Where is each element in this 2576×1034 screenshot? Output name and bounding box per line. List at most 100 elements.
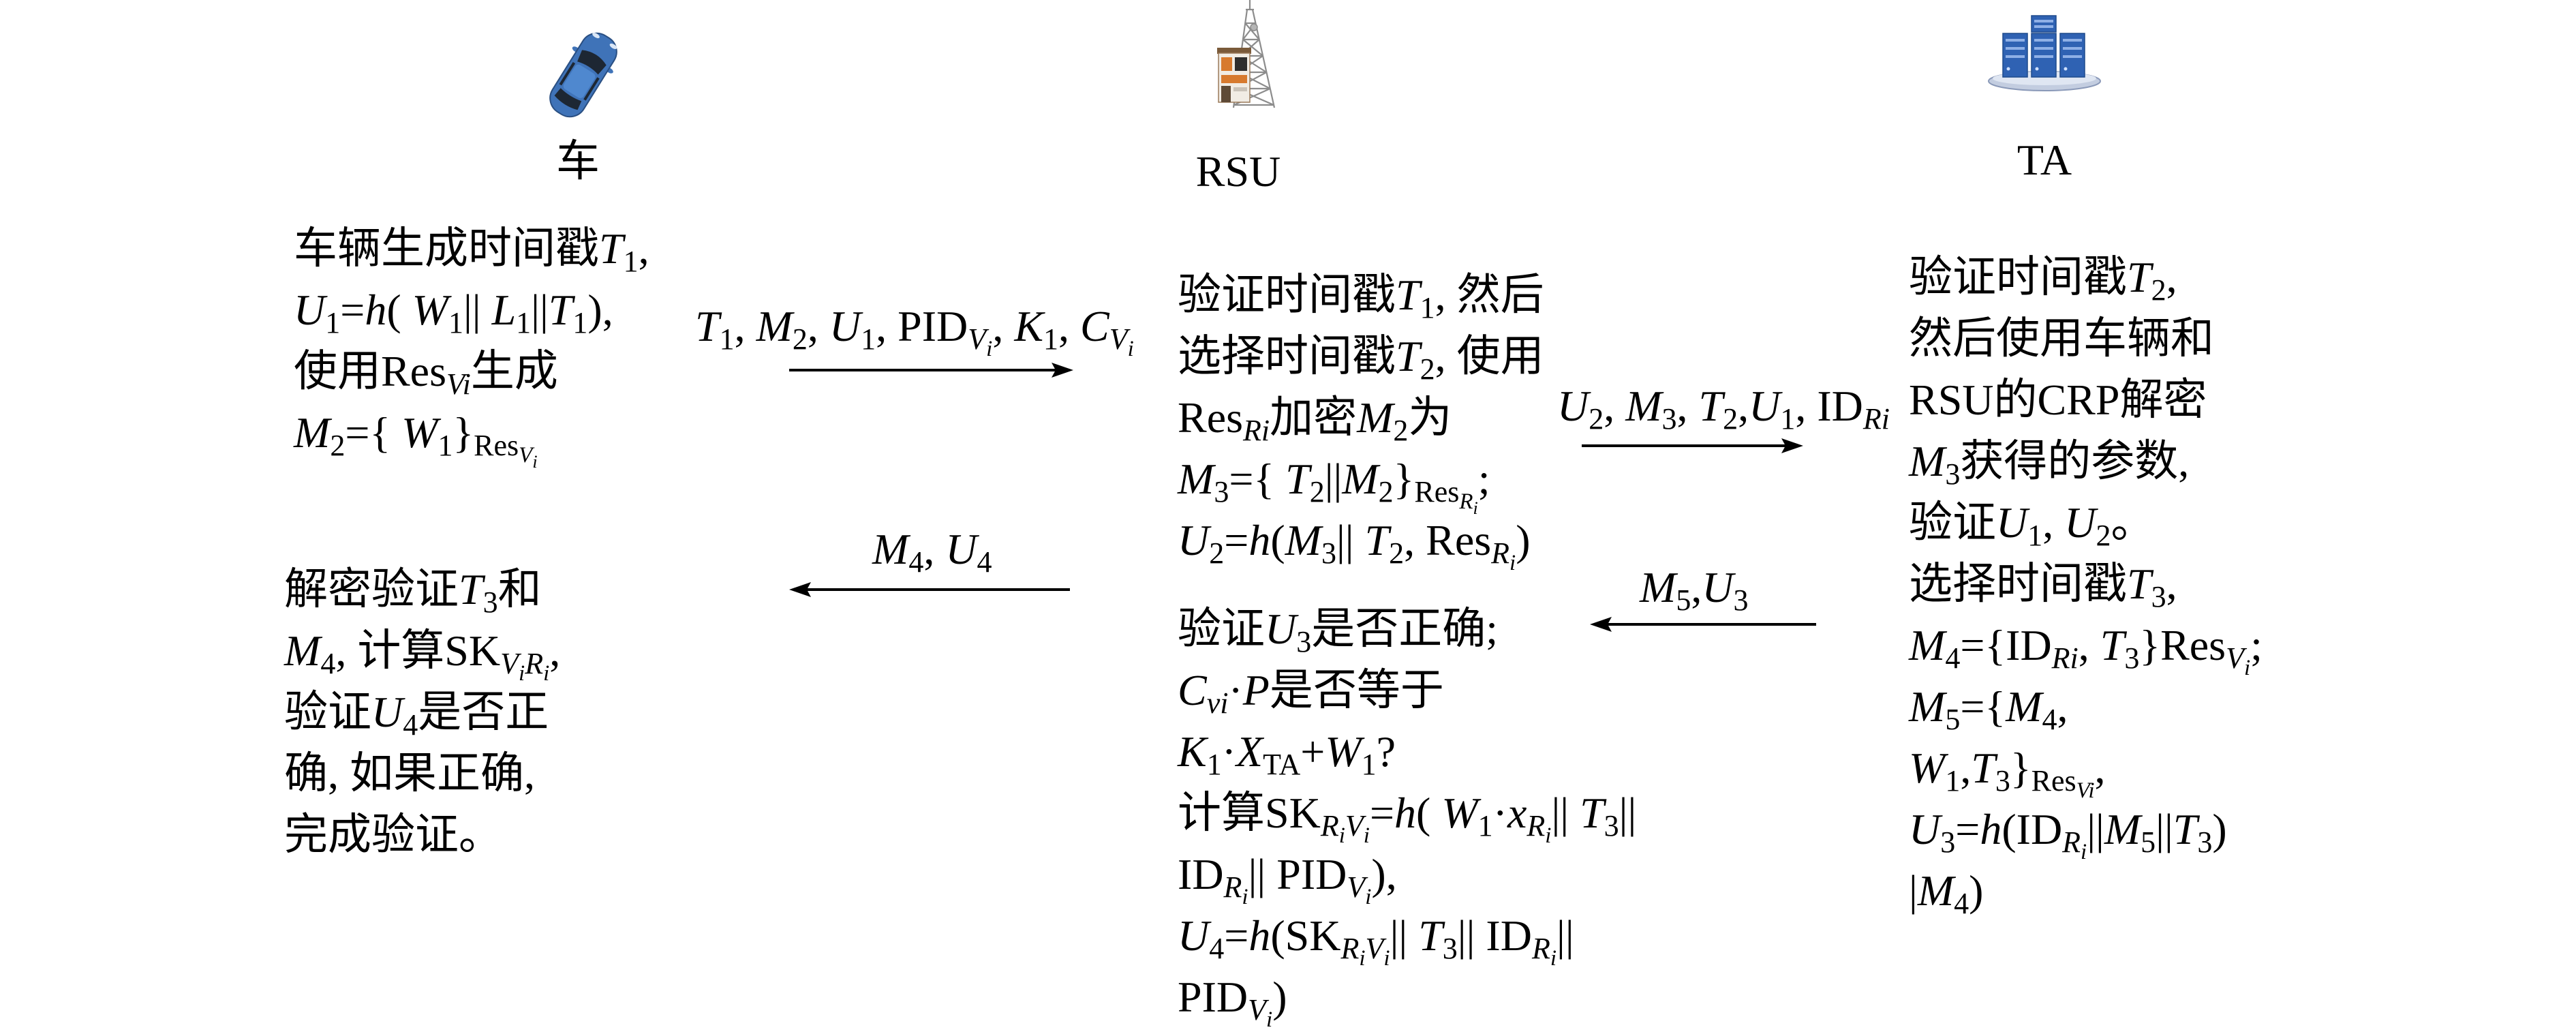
math-symbol: M [1909, 621, 1946, 669]
math-symbol: M [1178, 455, 1214, 503]
subscript: 2 [2096, 519, 2111, 552]
text-run: , 使用 [1435, 332, 1544, 380]
text-line: M4, 计算SKViRi, [284, 620, 561, 685]
math-symbol: M [294, 408, 331, 457]
subscript: Vi [2076, 778, 2095, 803]
text-run: = [1955, 805, 1980, 853]
subscript: 1 [1420, 291, 1435, 324]
subscript: 3 [1296, 625, 1312, 658]
text-line: PIDVi) [1178, 967, 1636, 1031]
arrow-rsu-to-vehicle [789, 582, 1070, 597]
subscript: 2 [1393, 414, 1409, 447]
text-run: || [1557, 911, 1574, 960]
subscript: R [525, 647, 544, 680]
subscript: Ri [2051, 641, 2079, 675]
text-run: , [2166, 253, 2177, 301]
text-run: , PID [876, 302, 968, 350]
message-label-vehicle-to-rsu: T1, M2, U1, PIDVi, K1, CVi [695, 296, 1134, 361]
subscript: V [519, 443, 533, 468]
text-run: 完成验证。 [284, 810, 502, 859]
subscript: 1 [448, 306, 463, 339]
subscript: 5 [2141, 825, 2156, 859]
text-line: 验证U1, U2。 [1909, 492, 2263, 553]
subscript: R [1459, 489, 1473, 514]
math-symbol: K [1178, 727, 1207, 776]
text-line: 确, 如果正确, [284, 743, 560, 804]
subscript: i [1509, 551, 1516, 575]
text-run: , [807, 302, 829, 350]
text-run: , Res [1404, 516, 1492, 564]
math-symbol: M [1285, 516, 1321, 564]
math-symbol: T [1971, 744, 1995, 792]
arrow-vehicle-to-rsu [789, 363, 1073, 378]
text-run: || [1619, 789, 1637, 837]
text-run: || [1336, 516, 1365, 564]
text-run: ( [386, 286, 412, 334]
subscript: R [1531, 932, 1550, 965]
math-symbol: U [1178, 516, 1210, 564]
math-symbol: X [1236, 727, 1263, 776]
subscript: V [2226, 641, 2244, 675]
subscript: 3 [1733, 583, 1749, 617]
subscript: 1 [572, 306, 588, 339]
text-run: 验证 [1909, 498, 1996, 547]
subscript: 4 [1209, 932, 1225, 965]
text-run: + [1300, 727, 1325, 776]
subscript: 2 [330, 429, 346, 462]
subscript: 1 [1780, 402, 1796, 436]
subscript: 2 [1209, 536, 1225, 570]
subscript: vi [1206, 686, 1229, 720]
arrow-ta-to-rsu [1590, 617, 1816, 632]
subscript: i [532, 452, 538, 472]
math-symbol: P [1242, 666, 1270, 714]
subscript: 3 [2151, 580, 2166, 613]
math-symbol: M [2104, 805, 2141, 853]
text-run: ={ [1229, 455, 1286, 503]
text-run: PID [1178, 973, 1248, 1021]
math-symbol: M [1342, 455, 1379, 503]
math-symbol: U [1749, 382, 1781, 430]
text-run: ) [2212, 805, 2227, 853]
subscript: 4 [977, 545, 992, 579]
subscript: 4 [908, 545, 924, 579]
text-run: , [2057, 682, 2068, 731]
subscript: i [1473, 498, 1478, 518]
math-symbol: T [1285, 455, 1310, 503]
subscript: TA [1263, 748, 1301, 781]
subscript: 3 [1945, 457, 1961, 491]
math-symbol: U [371, 688, 403, 736]
radio-tower-icon [1217, 0, 1276, 108]
text-run: = [1369, 789, 1395, 837]
text-line: 完成验证。 [284, 804, 560, 866]
subscript: 1 [1206, 748, 1222, 781]
text-run: 生成 [470, 347, 558, 395]
subscript: 1 [623, 245, 639, 278]
text-line: Cvi·P是否等于 [1178, 660, 1636, 721]
subscript: 5 [1945, 703, 1961, 736]
subscript: i [1359, 946, 1366, 971]
subscript: 2 [1378, 475, 1394, 508]
math-symbol: M [1625, 382, 1662, 430]
subscript: i [1338, 823, 1345, 848]
text-run: , [1738, 382, 1749, 430]
subscript: i [543, 661, 550, 686]
text-run: , [549, 626, 561, 675]
subscript: V [1109, 322, 1128, 356]
math-symbol: W [412, 286, 448, 334]
subscript: i [2081, 840, 2087, 864]
subscript: Res [474, 429, 519, 462]
subscript: i [986, 337, 993, 361]
math-symbol: T [2127, 253, 2151, 301]
math-symbol: U [294, 286, 326, 334]
text-line: M3获得的参数, [1909, 431, 2263, 492]
subscript: i [1365, 885, 1372, 909]
math-symbol: M [1917, 866, 1954, 915]
math-symbol: M [1909, 437, 1946, 485]
math-symbol: U [1557, 382, 1589, 430]
subscript: i [1545, 823, 1552, 848]
math-symbol: U [1909, 805, 1941, 853]
text-line: 然后使用车辆和 [1909, 308, 2263, 369]
